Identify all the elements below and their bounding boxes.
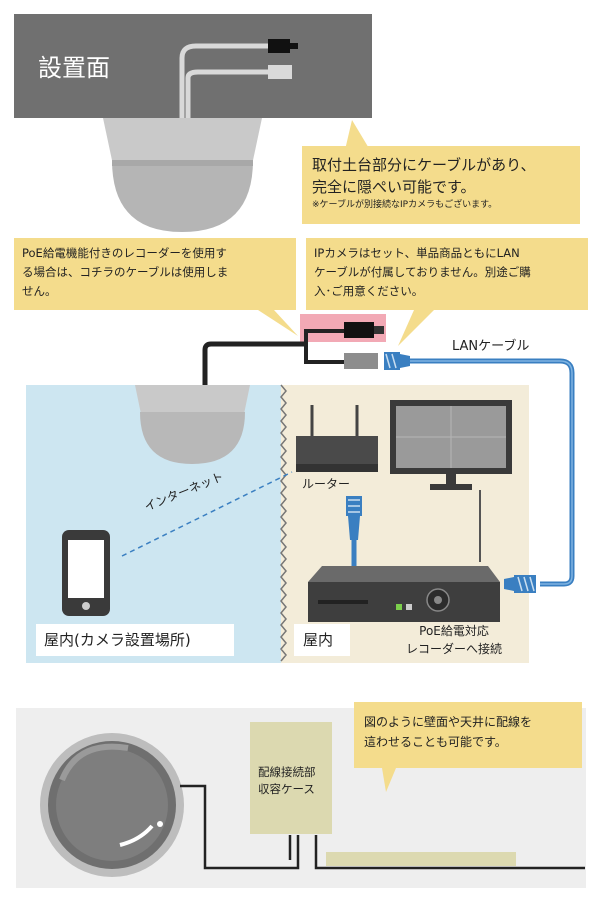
dc-plug-icon bbox=[344, 322, 374, 338]
dome-camera-indoor bbox=[135, 385, 250, 414]
indoor-camera-room-label-box bbox=[36, 624, 234, 656]
callout-poe: PoE給電機能付きのレコーダーを使用す る場合は、コチラのケーブルは使用しま せ… bbox=[14, 238, 296, 310]
dc-connector-icon bbox=[268, 39, 290, 53]
junction-box-label-line1: 配線接続部 bbox=[258, 765, 316, 779]
router-label: ルーター bbox=[302, 477, 351, 491]
indoor-label: 屋内 bbox=[303, 631, 334, 649]
callout-mount-note: ※ケーブルが別接続なIPカメラもございます。 bbox=[312, 200, 498, 210]
ceiling-surface bbox=[14, 14, 372, 118]
recorder-label-line1: PoE給電対応 bbox=[419, 624, 489, 638]
junction-box bbox=[250, 722, 332, 834]
junction-box-label-line2: 収容ケース bbox=[258, 782, 315, 796]
ceiling-label: 設置面 bbox=[38, 54, 110, 82]
callout-mount-line2: 完全に隠ぺい可能です。 bbox=[312, 178, 476, 196]
dome-camera-base bbox=[103, 118, 262, 165]
outgoing-wall-cable bbox=[314, 835, 585, 870]
wall-divider bbox=[280, 384, 287, 662]
camera-cable-black bbox=[202, 341, 306, 385]
dome-camera-lens-cover bbox=[112, 160, 253, 232]
callout-poe-line3: せん。 bbox=[22, 284, 57, 298]
callout-lan: IPカメラはセット、単品商品ともにLAN ケーブルが付属しておりません。別途ご購… bbox=[306, 238, 588, 310]
callout-wall-routing-line1: 図のように壁面や天井に配線を bbox=[364, 715, 533, 729]
camera-cable-upper bbox=[179, 43, 270, 118]
indoor-camera-room-label: 屋内(カメラ設置場所) bbox=[44, 631, 191, 649]
callout-poe-line2: る場合は、コチラのケーブルは使用しま bbox=[22, 265, 229, 279]
lan-connector-icon bbox=[268, 65, 292, 79]
callout-lan-line2: ケーブルが付属しておりません。別途ご購 bbox=[314, 265, 531, 279]
callout-poe-line1: PoE給電機能付きのレコーダーを使用す bbox=[22, 246, 227, 260]
recorder-label-line2: レコーダーへ接続 bbox=[406, 642, 503, 656]
cable-channel bbox=[326, 852, 516, 866]
camera-cable-lower bbox=[185, 69, 270, 118]
junction-box-label: 配線接続部 収容ケース bbox=[258, 764, 316, 798]
recorder-top bbox=[308, 566, 500, 582]
lan-jack-icon bbox=[344, 353, 378, 369]
callout-lan-line1: IPカメラはセット、単品商品ともにLAN bbox=[314, 246, 520, 260]
callout-wall-routing-line2: 這わせることも可能です。 bbox=[364, 735, 507, 749]
indoor-label-box bbox=[294, 624, 350, 656]
callout-mount-line1: 取付土台部分にケーブルがあり、 bbox=[312, 156, 536, 174]
callout-lan-line3: 入･ご用意ください。 bbox=[314, 284, 424, 298]
callout-mount: 取付土台部分にケーブルがあり、 完全に隠ぺい可能です。 ※ケーブルが別接続なIP… bbox=[302, 146, 580, 224]
internet-connection-line bbox=[121, 471, 293, 557]
callout-wall-routing: 図のように壁面や天井に配線を 這わせることも可能です。 bbox=[354, 702, 582, 768]
recorder-label: PoE給電対応 レコーダーへ接続 bbox=[406, 622, 502, 658]
lan-cable-label: LANケーブル bbox=[452, 339, 530, 354]
camera-wall-cable bbox=[180, 784, 300, 870]
